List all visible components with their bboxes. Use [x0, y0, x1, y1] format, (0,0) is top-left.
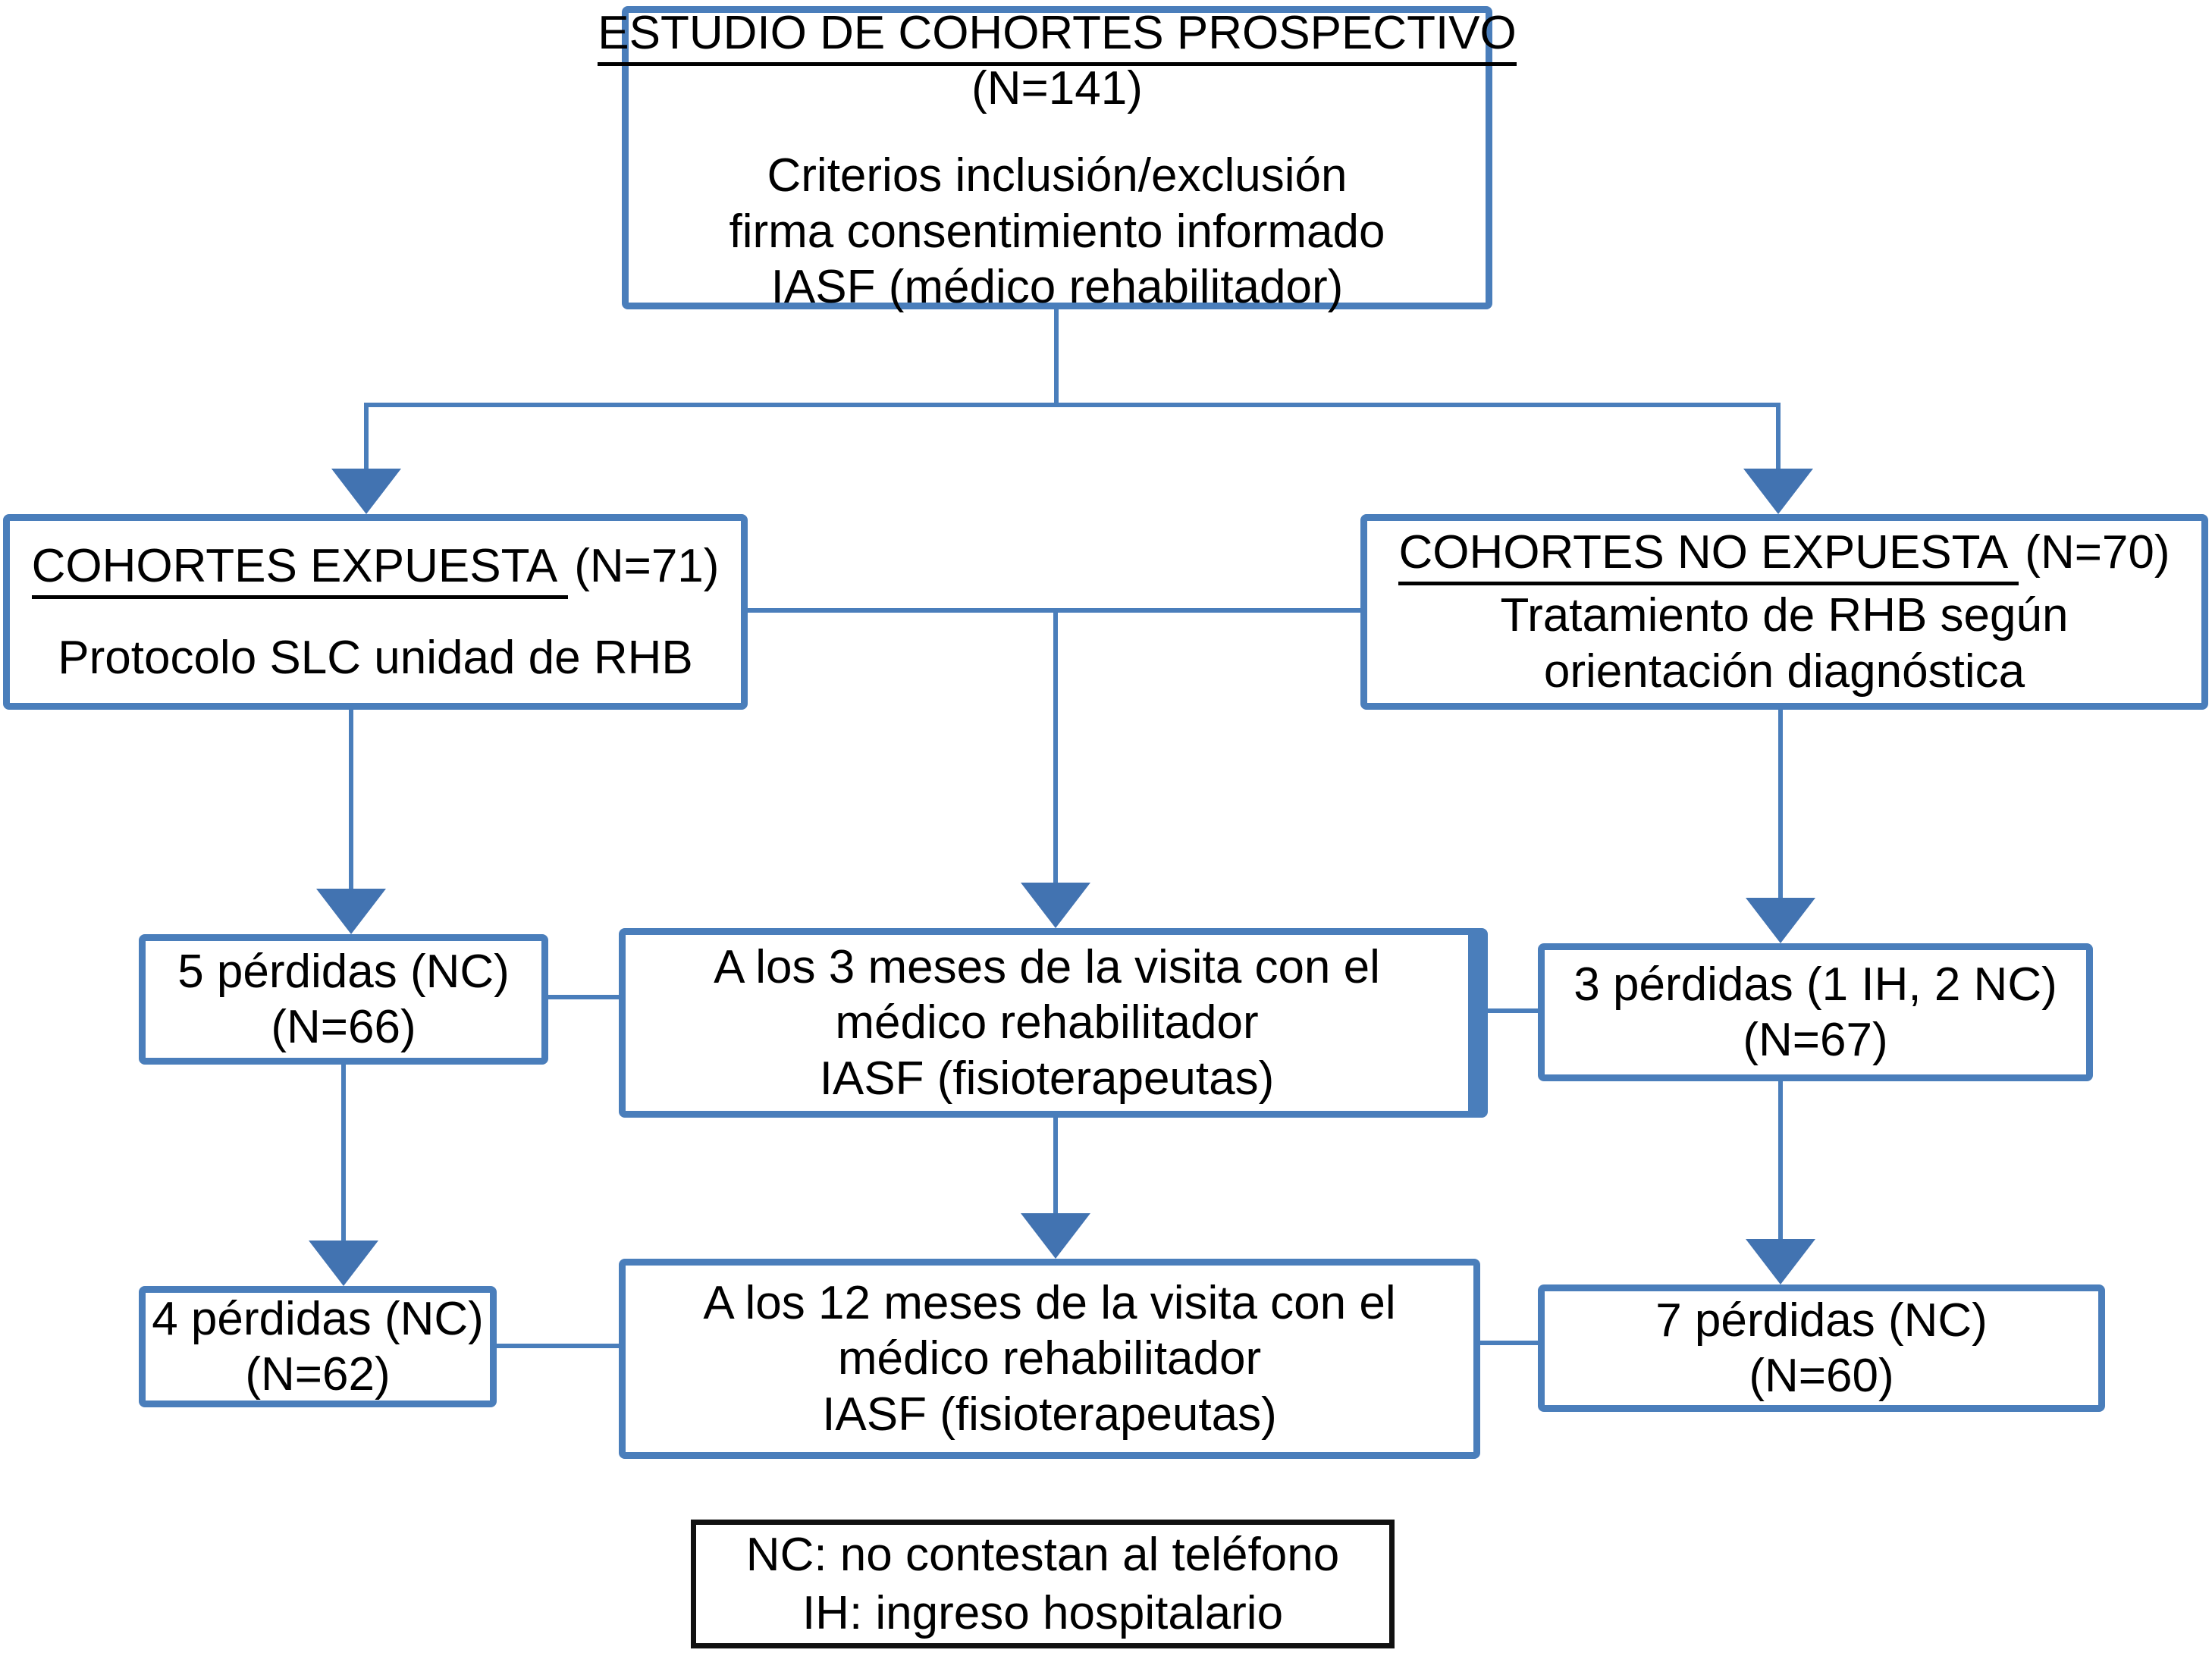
node-lost-12m-exposed: 4 pérdidas (NC) (N=62)	[139, 1286, 497, 1407]
connector-drop-left	[364, 403, 369, 472]
study-title: ESTUDIO DE COHORTES PROSPECTIVO	[598, 5, 1517, 67]
connector-exposed-down	[349, 710, 353, 892]
node-lost-3m-exposed: 5 pérdidas (NC) (N=66)	[139, 934, 548, 1065]
node-exposed-cohort: COHORTES EXPUESTA(N=71) Protocolo SLC un…	[3, 514, 748, 710]
unexposed-treatment: Tratamiento de RHB según orientación dia…	[1500, 589, 2069, 698]
arrow-into-unexposed	[1743, 469, 1813, 514]
node-unexposed-cohort: COHORTES NO EXPUESTA(N=70) Tratamiento d…	[1360, 514, 2208, 710]
node-lost-3m-unexposed: 3 pérdidas (1 IH, 2 NC) (N=67)	[1538, 943, 2093, 1081]
study-criteria: Criterios inclusión/exclusión firma cons…	[729, 149, 1385, 313]
arrow-into-exposed	[331, 469, 401, 514]
arrow-into-lost7	[1746, 1239, 1815, 1284]
arrow-into-visit-12m	[1021, 1213, 1090, 1259]
connector-visit3-down	[1053, 1118, 1058, 1215]
connector-top-stem	[1054, 309, 1059, 405]
legend-nc: NC: no contestan al teléfono	[745, 1528, 1340, 1581]
connector-lost4-visit12	[497, 1344, 620, 1348]
connector-visit12-lost7	[1480, 1341, 1539, 1345]
exposed-title: COHORTES EXPUESTA(N=71)	[31, 538, 719, 599]
connector-drop-right	[1776, 403, 1781, 472]
connector-visit3-lost3	[1488, 1008, 1539, 1013]
exposed-protocol: Protocolo SLC unidad de RHB	[58, 632, 693, 684]
legend-ih: IH: ingreso hospitalario	[802, 1587, 1284, 1639]
node-lost-12m-unexposed: 7 pérdidas (NC) (N=60)	[1538, 1284, 2105, 1412]
connector-lost5-visit3	[548, 995, 620, 999]
connector-mid-vertical	[1053, 608, 1058, 886]
unexposed-title: COHORTES NO EXPUESTA(N=70)	[1398, 525, 2170, 586]
connector-unexposed-down	[1778, 710, 1783, 901]
node-visit-12m: A los 12 meses de la visita con el médic…	[619, 1259, 1480, 1459]
arrow-into-visit-3m	[1021, 883, 1090, 928]
arrow-into-lost4	[309, 1241, 378, 1286]
connector-lost5-down	[341, 1065, 346, 1242]
node-visit-3m: A los 3 meses de la visita con el médico…	[619, 928, 1488, 1118]
study-n: (N=141)	[971, 62, 1143, 115]
arrow-into-lost5	[316, 889, 386, 934]
arrow-into-lost3	[1746, 898, 1815, 943]
connector-lost3-down	[1778, 1081, 1783, 1241]
legend: NC: no contestan al teléfono IH: ingreso…	[691, 1520, 1395, 1648]
connector-branch-horizontal	[366, 403, 1781, 407]
node-study: ESTUDIO DE COHORTES PROSPECTIVO (N=141) …	[598, 6, 1517, 313]
